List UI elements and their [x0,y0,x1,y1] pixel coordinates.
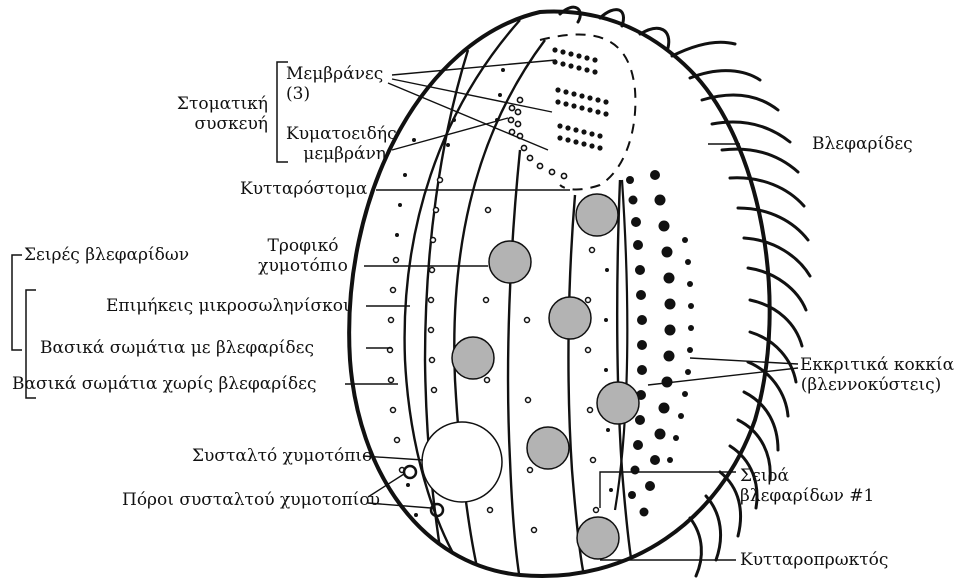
label-ciliary-row-1: Σειρά βλεφαρίδων #1 [740,466,874,506]
label-basal-without-cilia: Βασικά σωμάτια χωρίς βλεφαρίδες [12,374,316,394]
label-microtubules: Επιμήκεις μικροσωληνίσκοι [106,296,350,316]
label-membranes: Μεμβράνες (3) [286,64,383,104]
label-secretory-granules: Εκκριτικά κοκκία (βλεννοκύστεις) [800,355,942,395]
label-cv-pores: Πόροι συσταλτού χυμοτοπίου [122,490,380,510]
label-undulating-membrane: Κυματοειδής μεμβράνη [286,124,386,164]
label-basal-with-cilia: Βασικά σωμάτια με βλεφαρίδες [40,338,314,358]
oral-membranes [552,47,608,150]
label-cytoproct: Κυτταροπρωκτός [740,550,888,570]
food-vacuoles [452,194,639,559]
cell-membrane [349,12,770,576]
label-cytostome: Κυτταρόστομα [240,179,367,199]
label-cilia: Βλεφαρίδες [812,134,913,154]
label-contractile-vacuole: Συσταλτό χυμοτόπιο [192,446,372,466]
ciliary-rows-bracket [12,255,22,350]
label-food-vacuole: Τροφικό χυμοτόπιο [238,236,368,276]
contractile-vacuole [422,422,502,502]
label-oral-apparatus: Στοματική συσκευή [150,94,268,134]
label-ciliary-rows: Σειρές βλεφαρίδων [24,245,189,265]
secretory-granules [626,170,694,517]
